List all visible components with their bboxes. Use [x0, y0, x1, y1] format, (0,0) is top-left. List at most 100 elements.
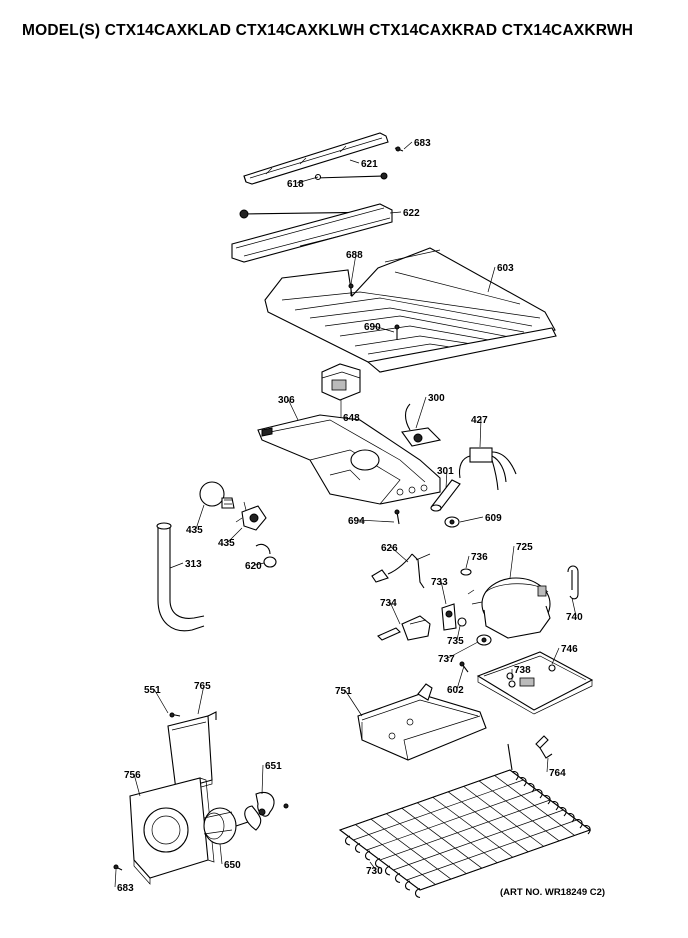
- rod-618: [314, 172, 388, 181]
- bushing-609: [444, 516, 460, 528]
- clip-764: [535, 735, 553, 759]
- part-label-725: 725: [516, 542, 533, 553]
- leader-733: [440, 580, 447, 605]
- leader-650: [219, 843, 223, 865]
- thermostat-300: [401, 403, 442, 447]
- leader-683b: [114, 869, 117, 888]
- part-label-765: 765: [194, 681, 211, 692]
- light-bulb-435: [199, 481, 235, 509]
- leader-427: [479, 418, 482, 448]
- leader-730: [369, 861, 377, 871]
- leader-301: [445, 469, 448, 489]
- compressor-725: [467, 577, 551, 639]
- leader-622: [389, 211, 402, 214]
- part-label-683b: 683: [117, 883, 134, 894]
- part-label-733: 733: [431, 577, 448, 588]
- part-label-736: 736: [471, 552, 488, 563]
- grommet-738: [506, 672, 514, 680]
- bracket-648: [321, 363, 361, 401]
- leader-756: [133, 773, 141, 797]
- leader-551: [153, 688, 169, 714]
- leader-725: [509, 545, 515, 579]
- part-label-602: 602: [447, 685, 464, 696]
- leader-313: [169, 562, 184, 569]
- leader-300: [415, 396, 427, 429]
- part-label-609: 609: [485, 513, 502, 524]
- part-label-735: 735: [447, 636, 464, 647]
- leader-694: [357, 519, 395, 523]
- drain-tube-313: [156, 522, 205, 632]
- page-title: MODEL(S) CTX14CAXKLAD CTX14CAXKLWH CTX14…: [22, 22, 634, 39]
- leader-609: [459, 516, 484, 523]
- leader-736: [465, 555, 470, 569]
- part-label-301: 301: [437, 466, 454, 477]
- mount-plate-746: [476, 651, 594, 715]
- leader-602: [456, 665, 465, 690]
- knob-301: [430, 479, 461, 512]
- part-label-300: 300: [428, 393, 445, 404]
- art-number: (ART NO. WR18249 C2): [500, 887, 606, 898]
- relay-733: [441, 603, 457, 631]
- top-pan-603: [264, 247, 557, 373]
- part-label-427: 427: [471, 415, 488, 426]
- part-label-551: 551: [144, 685, 161, 696]
- fan-shroud-756: [129, 777, 215, 885]
- part-label-683a: 683: [414, 138, 431, 149]
- leader-735: [456, 625, 461, 641]
- part-label-313: 313: [185, 559, 202, 570]
- part-label-648: 648: [343, 413, 360, 424]
- grommet-737: [476, 634, 492, 646]
- leader-435a: [195, 504, 205, 530]
- part-620: [255, 543, 277, 568]
- part-label-622: 622: [403, 208, 420, 219]
- fan-blade-651: [244, 792, 289, 831]
- part-label-435a: 435: [186, 525, 203, 536]
- part-label-734: 734: [380, 598, 397, 609]
- grommet-735: [457, 617, 467, 627]
- leader-764: [546, 757, 549, 773]
- screw-683-top: [394, 146, 404, 152]
- part-label-746: 746: [561, 644, 578, 655]
- part-label-650: 650: [224, 860, 241, 871]
- leader-688: [350, 253, 357, 285]
- leader-618: [296, 176, 319, 184]
- part-label-306: 306: [278, 395, 295, 406]
- leader-435b: [227, 527, 243, 543]
- part-label-618: 618: [287, 179, 304, 190]
- leader-740: [571, 597, 577, 617]
- leader-620: [254, 562, 265, 566]
- part-label-435b: 435: [218, 538, 235, 549]
- clip-551: [169, 712, 181, 718]
- part-label-690: 690: [364, 322, 381, 333]
- part-label-730: 730: [366, 866, 383, 877]
- clip-740: [567, 565, 579, 600]
- part-label-764: 764: [549, 768, 566, 779]
- leader-626: [390, 546, 409, 563]
- part-label-738: 738: [514, 665, 531, 676]
- part-label-756: 756: [124, 770, 141, 781]
- part-label-737: 737: [438, 654, 455, 665]
- screw-688: [348, 283, 354, 296]
- leader-751: [344, 689, 363, 717]
- leader-737: [447, 641, 479, 659]
- condenser-730: [338, 743, 592, 899]
- control-housing-306: [257, 414, 441, 505]
- part-label-651: 651: [265, 761, 282, 772]
- leader-734: [389, 601, 401, 625]
- part-label-603: 603: [497, 263, 514, 274]
- capacitor-626: [371, 553, 431, 589]
- bracket-621: [243, 132, 389, 185]
- rod-channel-622: [231, 203, 393, 263]
- light-socket-435: [235, 501, 267, 531]
- leader-306: [287, 398, 299, 421]
- overload-734: [377, 615, 431, 641]
- leader-651: [261, 764, 264, 795]
- leader-lines: [114, 141, 577, 888]
- part-label-740: 740: [566, 612, 583, 623]
- part-label-694: 694: [348, 516, 365, 527]
- leader-690: [373, 325, 395, 333]
- fan-motor-650: [203, 807, 249, 845]
